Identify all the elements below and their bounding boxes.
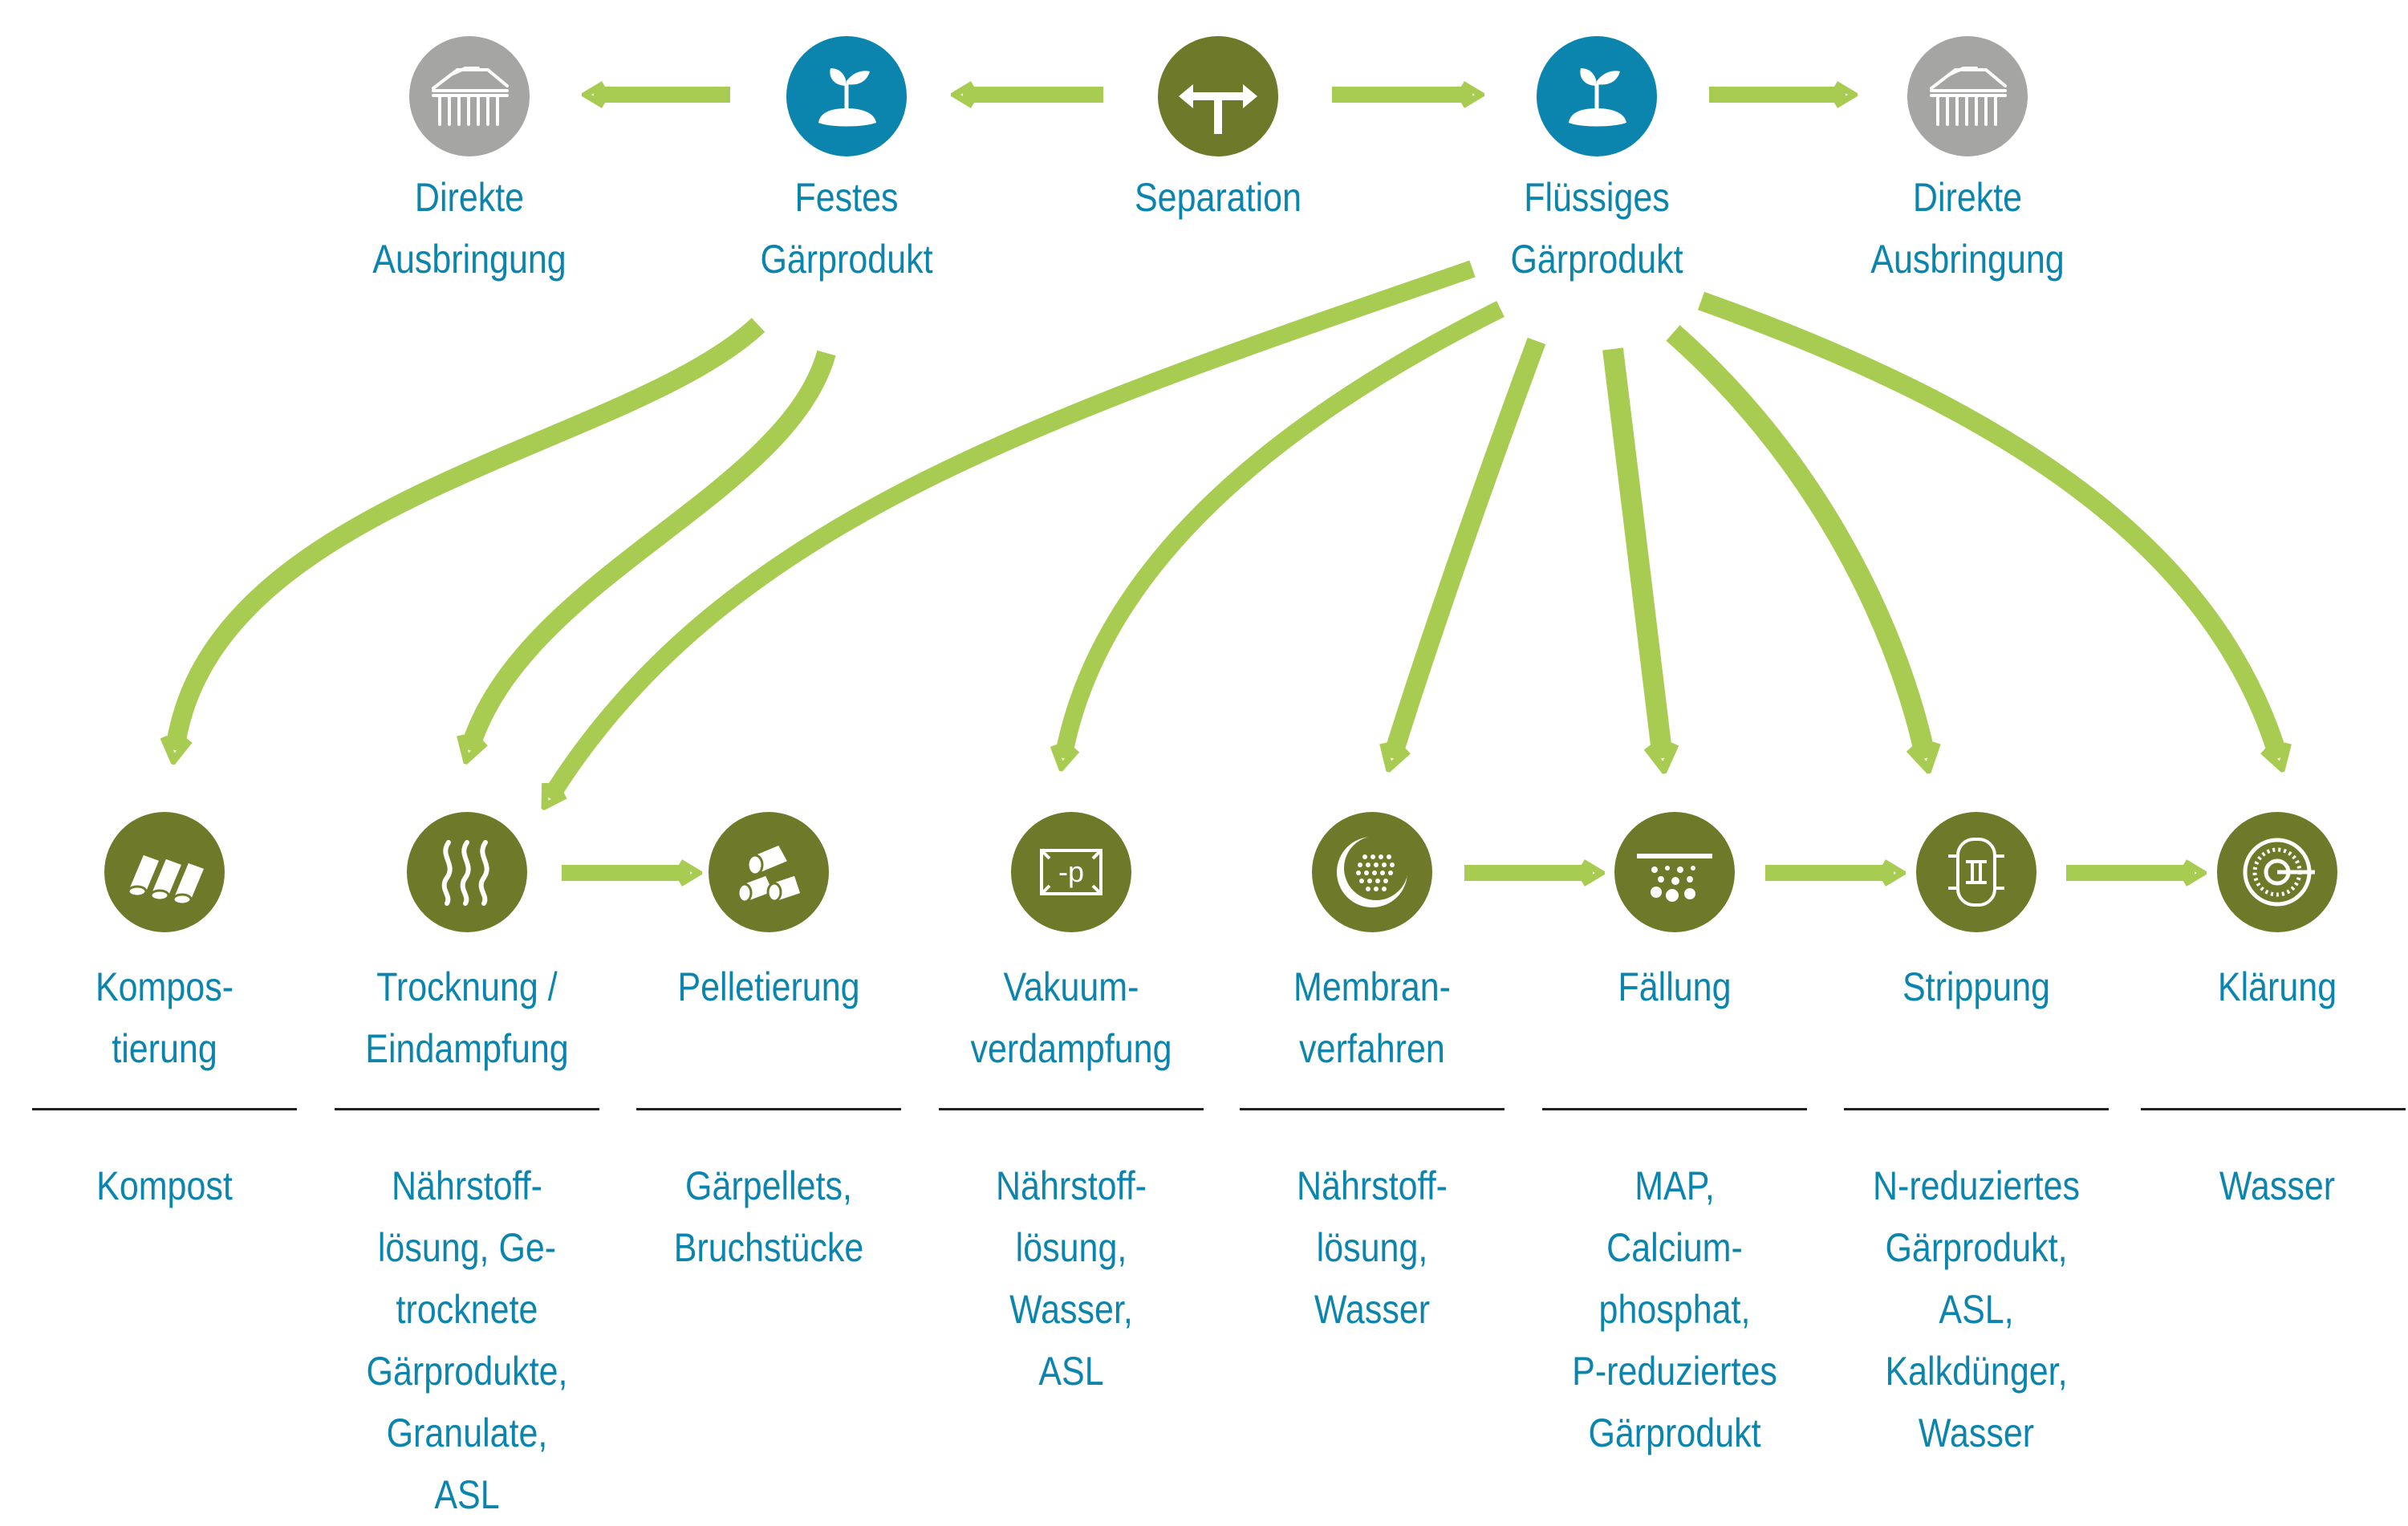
divider-rule (939, 1108, 1204, 1110)
arrow-fluessiges-to-klaerung (1697, 291, 2279, 758)
clarifier-icon (2217, 812, 2337, 932)
products-strippung: N-reduziertes Gärprodukt, ASL, Kalkdünge… (1872, 1163, 2081, 1455)
top-label-separation: Separation (1134, 175, 1301, 220)
membrane-icon (1312, 812, 1432, 932)
arrow-festes-to-kompostierung (175, 318, 765, 750)
greenhouse-icon (409, 36, 530, 156)
divider-rule (636, 1108, 901, 1110)
seedling-icon (1537, 36, 1657, 156)
vacuum-icon-text: -p (1058, 855, 1084, 888)
arrow-fluessiges-to-faellung (1602, 347, 1663, 758)
pellets-icon (709, 812, 829, 932)
precipitation-icon (1614, 812, 1735, 932)
split-arrow-icon (1158, 36, 1278, 156)
top-label-festes-gaerprodukt: Festes Gärprodukt (760, 175, 933, 282)
process-label-pelletierung: Pelletierung (677, 964, 860, 1009)
products-membran: Nährstoff- lösung, Wasser (1296, 1163, 1448, 1332)
products-kompostierung: Kompost (96, 1163, 233, 1208)
vacuum-chamber-icon: -p (1011, 812, 1131, 932)
process-label-kompostierung: Kompos- tierung (95, 964, 234, 1071)
process-label-membran: Membran- verfahren (1293, 964, 1451, 1071)
products-vakuum: Nährstoff- lösung, Wasser, ASL (995, 1163, 1147, 1394)
top-label-direkte-ausbringung-left: Direkte Ausbringung (372, 175, 566, 282)
arrow-festes-to-trocknung (469, 350, 836, 750)
compost-pipes-icon (104, 812, 225, 932)
products-faellung: MAP, Calcium- phosphat, P-reduziertes Gä… (1572, 1163, 1777, 1455)
divider-rule (1844, 1108, 2109, 1110)
products-trocknung: Nährstoff- lösung, Ge- trocknete Gärprod… (366, 1163, 568, 1517)
divider-rule (1542, 1108, 1807, 1110)
process-label-strippung: Strippung (1902, 964, 2051, 1009)
divider-rule (32, 1108, 297, 1110)
divider-rule (1240, 1108, 1504, 1110)
seedling-icon (786, 36, 907, 156)
process-label-trocknung: Trocknung / Eindampfung (365, 964, 569, 1071)
greenhouse-icon (1907, 36, 2028, 156)
stripping-column-icon (1916, 812, 2036, 932)
arrow-fluessiges-to-vakuum (1063, 301, 1504, 758)
top-label-direkte-ausbringung-right: Direkte Ausbringung (1870, 175, 2065, 282)
divider-rule (335, 1108, 599, 1110)
arrow-fluessiges-to-membran (1392, 337, 1546, 758)
top-label-fluessiges-gaerprodukt: Flüssiges Gärprodukt (1510, 175, 1683, 282)
products-klaerung: Wasser (2219, 1163, 2336, 1208)
divider-rule (2141, 1108, 2406, 1110)
process-label-vakuum: Vakuum- verdampfung (970, 964, 1172, 1071)
process-label-faellung: Fällung (1618, 964, 1732, 1009)
heat-waves-icon (407, 812, 527, 932)
arrow-fluessiges-to-trocknung (550, 260, 1476, 798)
process-label-klaerung: Klärung (2217, 964, 2337, 1009)
arrow-fluessiges-to-strippung (1666, 325, 1926, 758)
products-pelletierung: Gärpellets, Bruchstücke (673, 1163, 864, 1270)
